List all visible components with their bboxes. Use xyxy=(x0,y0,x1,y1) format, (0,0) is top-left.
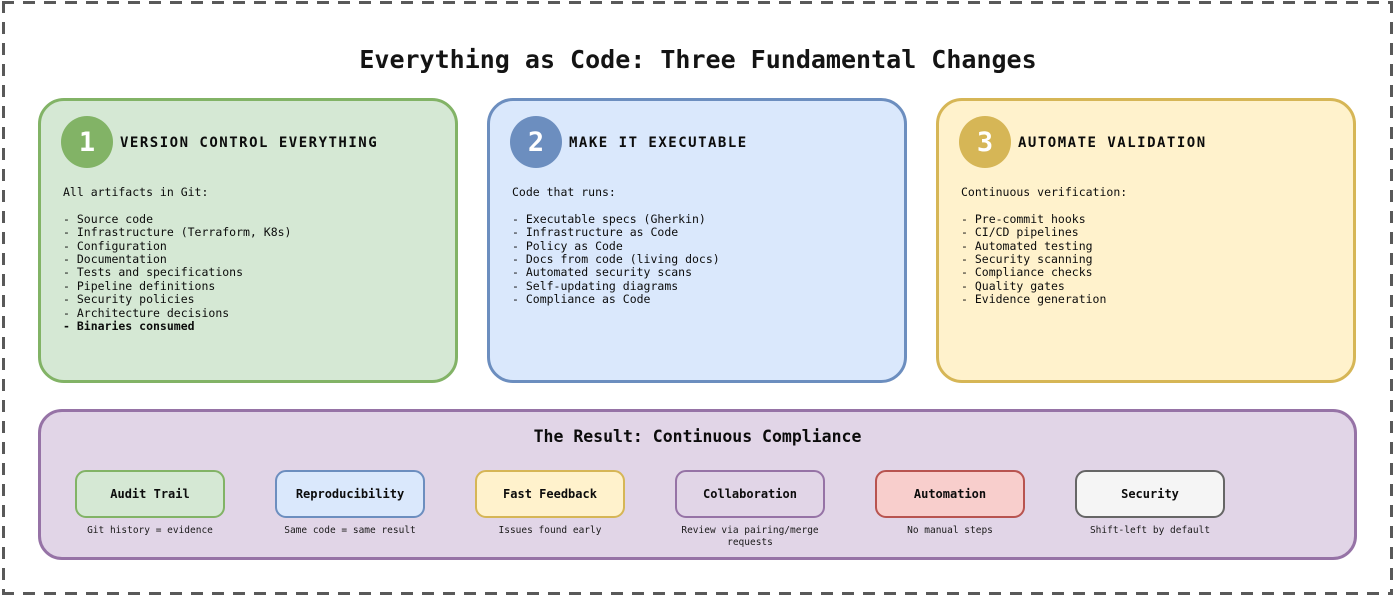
list-item: - Compliance checks xyxy=(961,265,1093,280)
list-item: - Infrastructure (Terraform, K8s) xyxy=(63,225,292,240)
list-item: - Self-updating diagrams xyxy=(512,278,679,293)
badge-group-audit-trail: Audit Trail Git history = evidence xyxy=(50,470,250,537)
panel-number: 3 xyxy=(976,126,994,158)
badge-collaboration: Collaboration xyxy=(675,470,825,518)
list-item: - Binaries consumed xyxy=(63,319,195,334)
list-item: - Pipeline definitions xyxy=(63,278,216,293)
badge-label: Collaboration xyxy=(703,487,797,501)
list-item: - Tests and specifications xyxy=(63,265,244,280)
panel-number-circle: 2 xyxy=(510,116,562,168)
panel-intro: Code that runs: xyxy=(512,185,616,199)
badge-label: Fast Feedback xyxy=(503,487,597,501)
badge-group-collaboration: Collaboration Review via pairing/merge r… xyxy=(650,470,850,548)
panel-body: All artifacts in Git: - Source code- Inf… xyxy=(63,185,443,334)
list-item: - Quality gates xyxy=(961,278,1065,293)
panel-items: - Pre-commit hooks- CI/CD pipelines- Aut… xyxy=(961,211,1341,307)
badge-group-reproducibility: Reproducibility Same code = same result xyxy=(250,470,450,537)
panel-items: - Source code- Infrastructure (Terraform… xyxy=(63,211,443,334)
list-item: - Security scanning xyxy=(961,252,1093,267)
diagram-title: Everything as Code: Three Fundamental Ch… xyxy=(359,45,1037,74)
badge-caption: No manual steps xyxy=(907,525,993,536)
panel-make-it-executable: 2 MAKE IT EXECUTABLE Code that runs: - E… xyxy=(487,98,907,383)
list-item: - Documentation xyxy=(63,252,167,267)
panel-number-circle: 3 xyxy=(959,116,1011,168)
list-item: - Automated testing xyxy=(961,238,1093,253)
panel-body: Code that runs: - Executable specs (Gher… xyxy=(512,185,892,307)
list-item: - Evidence generation xyxy=(961,292,1107,307)
panel-number: 2 xyxy=(527,126,545,158)
badge-caption: Same code = same result xyxy=(284,525,416,536)
list-item: - Docs from code (living docs) xyxy=(512,252,720,267)
list-item: - Security policies xyxy=(63,292,195,307)
panel-body: Continuous verification: - Pre-commit ho… xyxy=(961,185,1341,307)
panel-items: - Executable specs (Gherkin)- Infrastruc… xyxy=(512,211,892,307)
badge-reproducibility: Reproducibility xyxy=(275,470,425,518)
panel-heading: MAKE IT EXECUTABLE xyxy=(569,135,748,151)
panel-version-control-everything: 1 VERSION CONTROL EVERYTHING All artifac… xyxy=(38,98,458,383)
panel-intro: All artifacts in Git: xyxy=(63,185,209,199)
result-box: The Result: Continuous Compliance Audit … xyxy=(38,409,1357,560)
badge-automation: Automation xyxy=(875,470,1025,518)
list-item: - Architecture decisions xyxy=(63,305,230,320)
list-item: - CI/CD pipelines xyxy=(961,225,1079,240)
panel-number-circle: 1 xyxy=(61,116,113,168)
list-item: - Infrastructure as Code xyxy=(512,225,679,240)
badge-fast-feedback: Fast Feedback xyxy=(475,470,625,518)
panel-automate-validation: 3 AUTOMATE VALIDATION Continuous verific… xyxy=(936,98,1356,383)
badge-caption: Git history = evidence xyxy=(87,525,213,536)
badge-audit-trail: Audit Trail xyxy=(75,470,225,518)
list-item: - Pre-commit hooks xyxy=(961,211,1086,226)
badge-group-security: Security Shift-left by default xyxy=(1050,470,1250,537)
badge-label: Audit Trail xyxy=(110,487,190,501)
panel-intro: Continuous verification: xyxy=(961,185,1128,199)
list-item: - Compliance as Code xyxy=(512,292,651,307)
list-item: - Policy as Code xyxy=(512,238,623,253)
result-title: The Result: Continuous Compliance xyxy=(533,427,862,446)
badge-label: Automation xyxy=(913,487,987,501)
badge-label: Reproducibility xyxy=(295,487,405,501)
list-item: - Executable specs (Gherkin) xyxy=(512,211,706,226)
panel-heading: AUTOMATE VALIDATION xyxy=(1018,135,1207,151)
badge-security: Security xyxy=(1075,470,1225,518)
badge-caption: Issues found early xyxy=(498,525,602,536)
list-item: - Automated security scans xyxy=(512,265,693,280)
panel-number: 1 xyxy=(78,126,96,158)
badge-caption: Shift-left by default xyxy=(1089,525,1211,536)
list-item: - Configuration xyxy=(63,238,167,253)
badge-caption: Review via pairing/merge requests xyxy=(681,525,819,548)
panel-heading: VERSION CONTROL EVERYTHING xyxy=(120,135,379,151)
badge-group-automation: Automation No manual steps xyxy=(850,470,1050,537)
badge-group-fast-feedback: Fast Feedback Issues found early xyxy=(450,470,650,537)
badge-label: Security xyxy=(1121,487,1179,501)
list-item: - Source code xyxy=(63,211,154,226)
